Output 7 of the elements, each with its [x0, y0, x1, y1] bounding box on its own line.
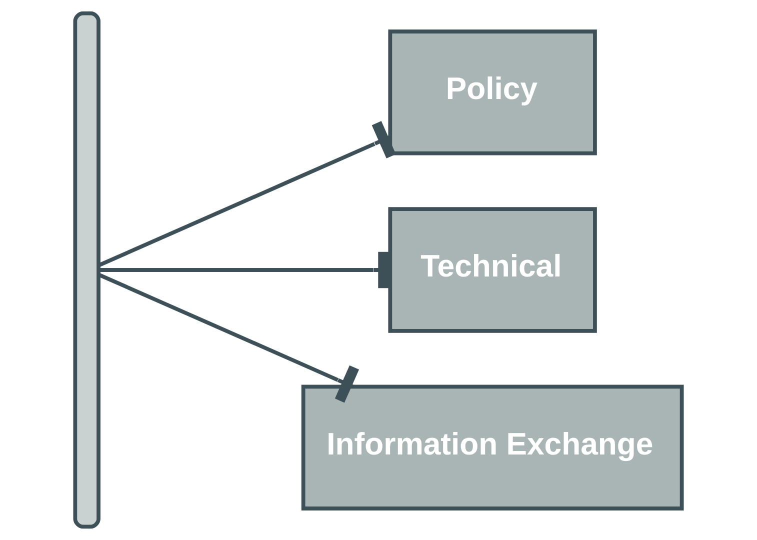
- node-bar: [73, 11, 100, 529]
- node-box: Information Exchange: [301, 384, 684, 510]
- node-box: Technical: [388, 207, 597, 333]
- connector: [98, 121, 396, 268]
- node-box: Policy: [388, 30, 597, 156]
- connector: [98, 272, 360, 403]
- connector: [98, 252, 390, 288]
